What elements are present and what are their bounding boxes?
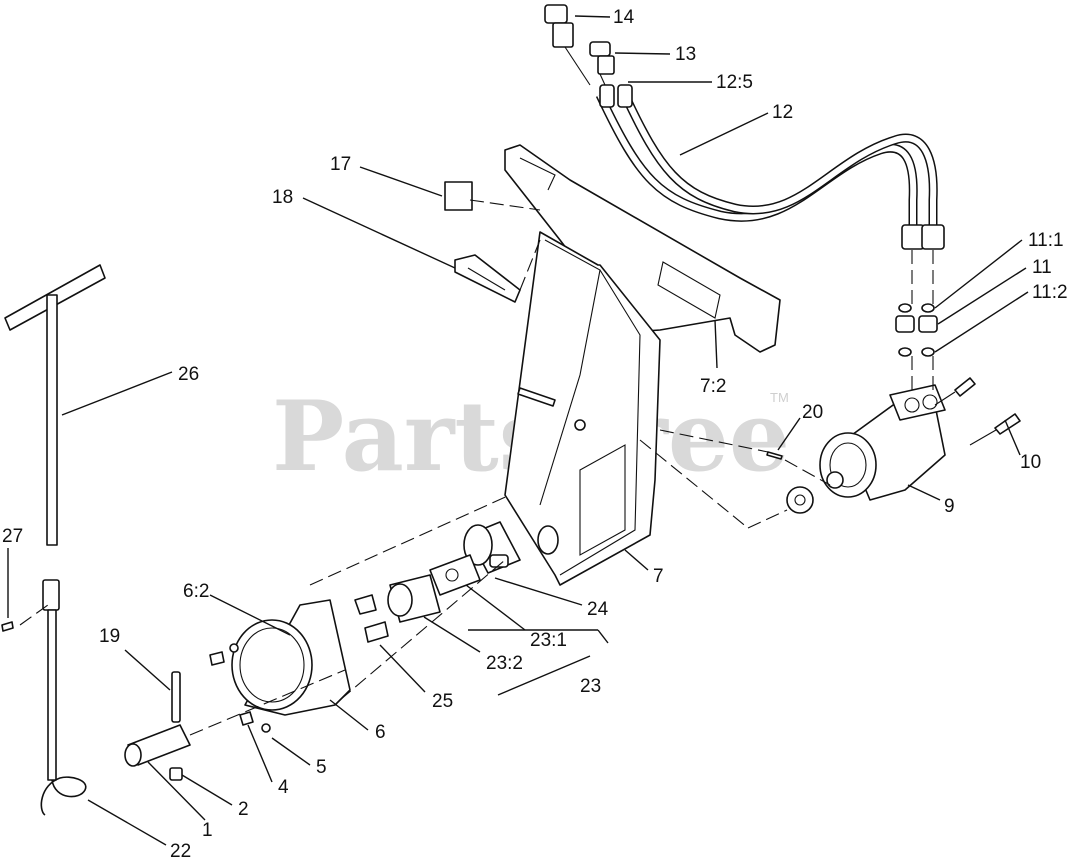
callout-13: 13	[675, 44, 696, 65]
pin-20	[766, 451, 783, 460]
hydraulic-motor	[819, 384, 946, 501]
callout-12-5: 12:5	[716, 72, 753, 93]
coupler-gear	[786, 486, 814, 514]
callout-7: 7	[653, 566, 664, 587]
callout-7-2: 7:2	[700, 376, 726, 397]
callout-24: 24	[587, 599, 609, 620]
bolt-4	[209, 643, 271, 733]
callout-20: 20	[802, 402, 823, 423]
callout-17: 17	[330, 154, 351, 175]
callout-23-2: 23:2	[486, 653, 523, 674]
leader-lines	[7, 15, 1029, 846]
nut-2	[169, 767, 183, 781]
callout-25: 25	[432, 691, 453, 712]
fitting-14	[544, 4, 591, 86]
callout-10: 10	[1020, 452, 1041, 473]
yoke-24	[463, 521, 521, 574]
callout-27: 27	[2, 526, 23, 547]
callout-11-2: 11:2	[1032, 282, 1068, 303]
fittings-11	[895, 303, 938, 357]
guard-6	[231, 599, 351, 716]
collar-1	[124, 724, 191, 767]
decal-17	[444, 181, 473, 211]
callout-11: 11	[1032, 257, 1052, 278]
callout-19: 19	[99, 626, 120, 647]
clips-25	[354, 594, 389, 643]
cross-23-1	[429, 554, 481, 596]
callout-26: 26	[178, 364, 199, 385]
mount-frame	[504, 144, 781, 586]
callout-5: 5	[316, 757, 327, 778]
callout-23-1: 23:1	[530, 630, 567, 651]
bolts-10	[934, 377, 1021, 446]
callout-1: 1	[202, 820, 213, 841]
fitting-13	[589, 41, 615, 86]
callout-6-2: 6:2	[183, 581, 209, 602]
decal-18	[454, 254, 521, 303]
callout-23: 23	[580, 676, 601, 697]
yoke-23-2	[387, 574, 441, 623]
pin-19	[171, 671, 181, 723]
callout-9: 9	[944, 496, 955, 517]
callout-2: 2	[238, 799, 249, 820]
callout-4: 4	[278, 777, 289, 798]
t-handle-26	[4, 264, 106, 816]
callout-12: 12	[772, 102, 793, 123]
hydraulic-hoses	[595, 84, 945, 250]
callout-6: 6	[375, 722, 386, 743]
pin-27	[1, 621, 14, 632]
centerlines	[19, 199, 934, 736]
callout-18: 18	[272, 187, 293, 208]
watermark-trademark: TM	[770, 390, 789, 405]
callout-14: 14	[613, 7, 635, 28]
callout-22: 22	[170, 841, 191, 862]
callout-labels: 14 13 12:5 12 17 18 11:1 11 11:2 26 7:2 …	[2, 7, 1068, 862]
callout-11-1: 11:1	[1028, 230, 1064, 251]
